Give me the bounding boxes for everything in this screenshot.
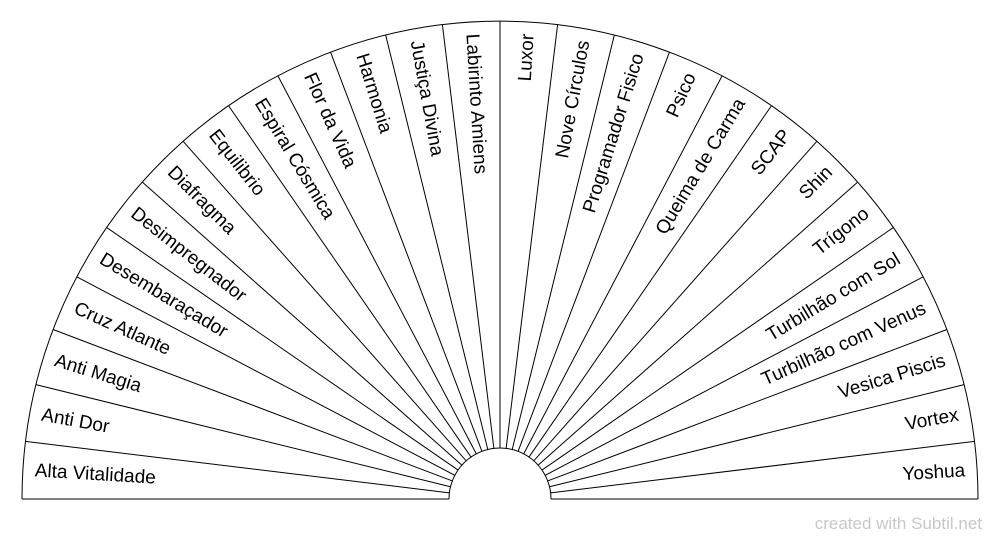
segment-label: Flor da Vida [299, 70, 360, 172]
credit-text: created with Subtil.net [814, 514, 982, 533]
segment-label: Vesica Piscis [836, 350, 948, 403]
segment-divider [537, 181, 859, 466]
segment-divider [505, 24, 559, 449]
segment-label: Vortex [903, 405, 960, 435]
segment-divider [541, 227, 894, 471]
segment-label: SCAP [747, 126, 795, 180]
segment-label: Anti Dor [40, 405, 112, 438]
segment-divider [228, 105, 472, 458]
segment-divider [25, 440, 450, 494]
segment-divider [441, 24, 495, 449]
segment-divider [141, 181, 463, 466]
segment-divider [182, 140, 467, 462]
segment-divider [277, 75, 477, 455]
segment-label: Trígono [809, 203, 873, 259]
segment-label: Equilibrio [204, 126, 269, 200]
segment-divider [517, 51, 670, 452]
segment-divider [549, 384, 965, 488]
segment-divider [544, 276, 924, 476]
segment-label: Diafragma [163, 162, 240, 239]
segment-label: Shin [795, 162, 837, 204]
center-hub [448, 447, 552, 500]
segment-divider [550, 440, 975, 494]
segment-divider [385, 34, 489, 450]
segment-divider [35, 384, 451, 488]
segment-label: Alta Vitalidade [34, 460, 156, 488]
segment-divider [533, 140, 818, 462]
segment-divider [76, 276, 456, 476]
outer-arc [21, 20, 979, 500]
segment-label: Yoshua [902, 460, 966, 485]
segment-divider [52, 329, 453, 482]
segment-divider [330, 51, 483, 452]
segment-label: Anti Magia [52, 350, 144, 397]
segment-label: Cruz Atlante [71, 298, 174, 360]
segment-label: Labirinto Amiens [461, 33, 490, 174]
segment-divider [523, 75, 723, 455]
segment-divider [547, 329, 948, 482]
segment-divider [511, 34, 615, 450]
segment-label: Psico [663, 70, 701, 121]
segment-dividers [25, 21, 975, 494]
segment-divider [528, 105, 772, 458]
segment-label: Luxor [515, 33, 539, 82]
segment-divider [106, 227, 459, 471]
